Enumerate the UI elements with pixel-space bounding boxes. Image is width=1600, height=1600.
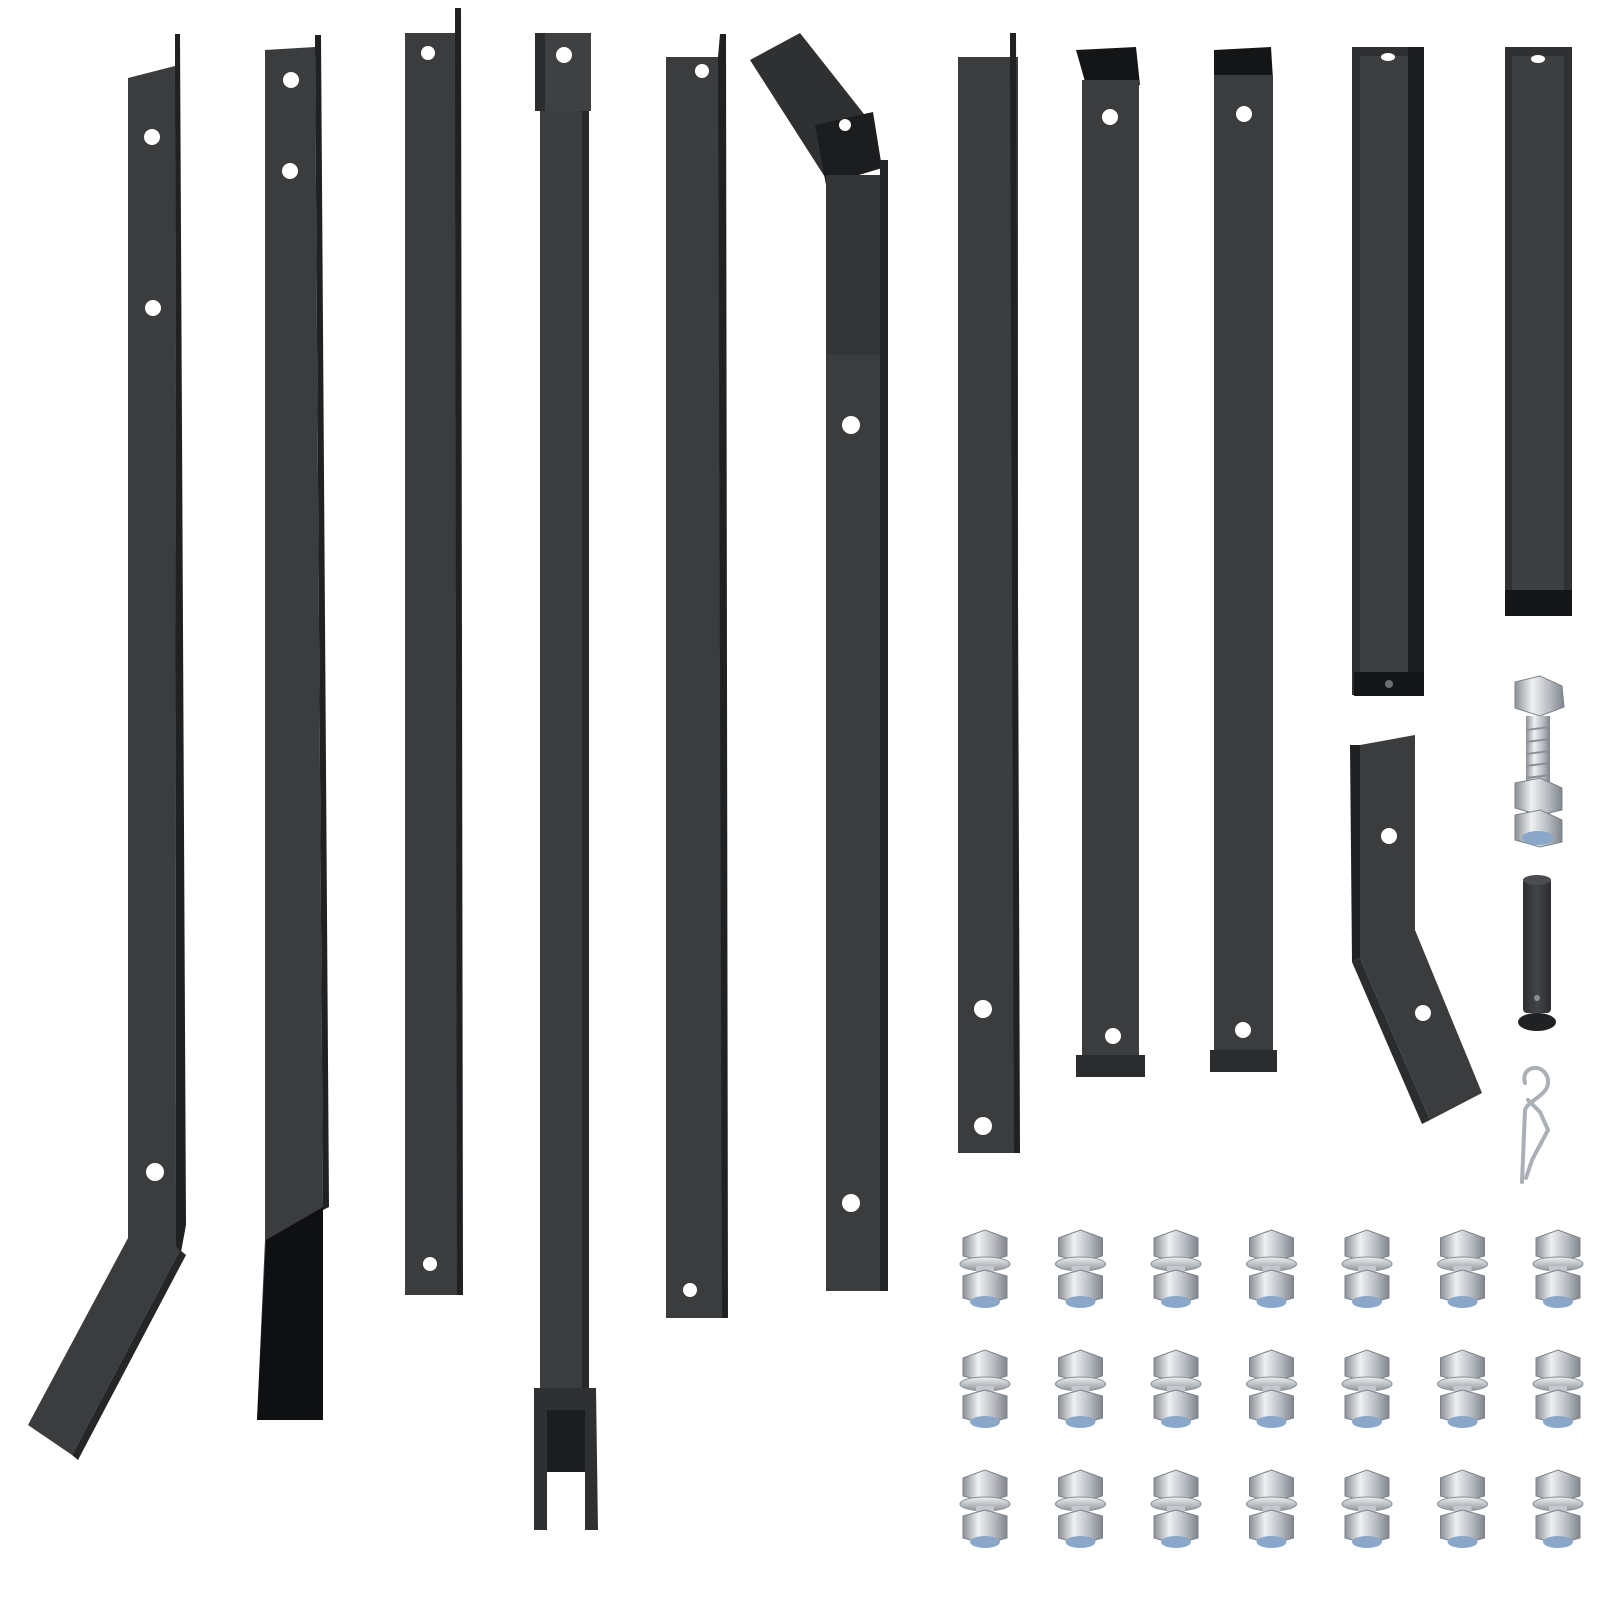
- nut-bolt-set: [1246, 1229, 1297, 1308]
- plain-bar-1: [405, 8, 463, 1295]
- medium-bar: [958, 33, 1020, 1153]
- bolt-hole: [423, 1257, 437, 1271]
- nut-bolt-set: [1150, 1229, 1202, 1308]
- nut-bolt-set: [1246, 1349, 1297, 1428]
- nut-bolt-set: [1437, 1229, 1488, 1308]
- bolt-hole: [974, 1000, 992, 1018]
- nut-bolt-set: [1055, 1469, 1106, 1548]
- channel-bar-1: [1352, 47, 1424, 696]
- nut-bolt-set: [1341, 1229, 1393, 1308]
- small-bent-bracket: [1350, 735, 1482, 1124]
- short-bar-2: [1210, 47, 1277, 1072]
- plain-bar-2: [666, 34, 728, 1318]
- bolt-hole: [1105, 1028, 1121, 1044]
- nut-bolt-set: [959, 1469, 1011, 1548]
- bolt-hole: [683, 1283, 697, 1297]
- bolt-hole: [421, 46, 435, 60]
- nut-bolt-set: [1437, 1469, 1488, 1548]
- hitch-pin: [1518, 875, 1556, 1031]
- nut-bolt-set: [1150, 1469, 1202, 1548]
- nut-bolt-set: [1246, 1469, 1297, 1548]
- hairpin-clip: [1520, 1066, 1551, 1184]
- bolt-hole: [556, 47, 572, 63]
- bolt-hole: [146, 1163, 164, 1181]
- side-bar-with-foot: [257, 35, 329, 1420]
- bolt-hole: [842, 1194, 860, 1212]
- bolt-hole: [839, 119, 851, 131]
- nut-bolt-set: [1532, 1229, 1584, 1308]
- bolt-hole: [842, 416, 860, 434]
- bolt-hole: [145, 300, 161, 316]
- bolt-hole: [1236, 106, 1252, 122]
- nut-bolt-set: [1150, 1349, 1202, 1428]
- bolt-hole: [283, 72, 299, 88]
- nut-bolt-set: [959, 1229, 1011, 1308]
- nut-bolt-set: [1341, 1469, 1393, 1548]
- nut-bolt-set: [959, 1349, 1011, 1428]
- bent-top-bar-right: [750, 33, 888, 1291]
- center-bar-with-clevis: [534, 33, 598, 1530]
- nut-bolt-set: [1437, 1349, 1488, 1428]
- bolt-threads: [1525, 726, 1551, 779]
- nut-bolt-set: [1532, 1469, 1584, 1548]
- bolt-hole: [1415, 1005, 1431, 1021]
- nut-bolt-set: [1341, 1349, 1393, 1428]
- hitch-bolt: [1514, 675, 1565, 848]
- nut-bolt-set: [1532, 1349, 1584, 1428]
- nut-bolt-set: [1055, 1229, 1106, 1308]
- bolt-hole: [974, 1117, 992, 1135]
- short-bar-1: [1076, 47, 1145, 1077]
- bolt-hole: [1235, 1022, 1251, 1038]
- bolt-hole: [282, 163, 298, 179]
- bent-side-bar-left: [28, 34, 186, 1460]
- bolt-hole: [695, 64, 709, 78]
- bolt-hole: [1102, 109, 1118, 125]
- bolt-hole: [1381, 828, 1397, 844]
- nut-bolt-set: [1055, 1349, 1106, 1428]
- channel-bar-2: [1505, 47, 1572, 616]
- nut-bolt-set-grid: [959, 1229, 1584, 1548]
- bolt-hole: [144, 129, 160, 145]
